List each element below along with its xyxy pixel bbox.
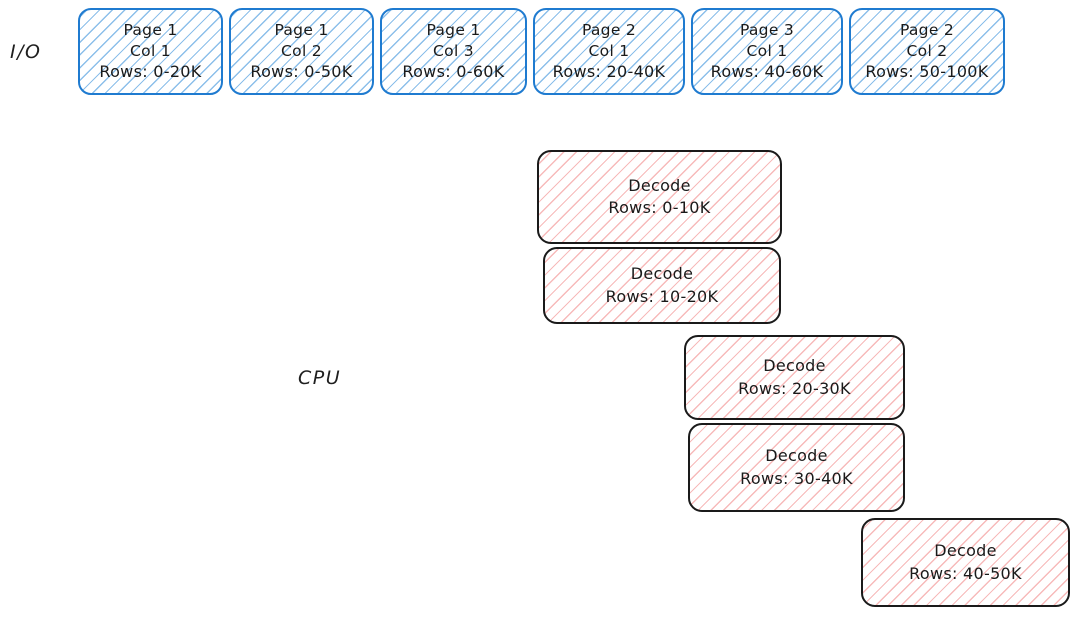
io-block[interactable]: Page 1 Col 3 Rows: 0-60K <box>380 8 527 95</box>
io-block-rows: Rows: 0-50K <box>250 62 353 82</box>
io-block-col: Col 1 <box>588 41 630 60</box>
cpu-decode-block[interactable]: Decode Rows: 10-20K <box>543 247 781 324</box>
cpu-decode-block[interactable]: Decode Rows: 30-40K <box>688 423 905 512</box>
io-block[interactable]: Page 1 Col 2 Rows: 0-50K <box>229 8 374 95</box>
cpu-decode-rows: Rows: 40-50K <box>909 563 1022 583</box>
io-block-col: Col 2 <box>281 41 322 60</box>
io-block-page: Page 2 <box>581 21 637 40</box>
io-block-col: Col 3 <box>433 41 474 60</box>
io-block-page: Page 2 <box>899 21 955 40</box>
io-block[interactable]: Page 2 Col 2 Rows: 50-100K <box>849 8 1005 95</box>
cpu-decode-op: Decode <box>630 264 694 284</box>
io-block-rows: Rows: 0-60K <box>402 62 505 82</box>
io-block-rows: Rows: 40-60K <box>710 62 824 82</box>
io-block-col: Col 1 <box>130 41 171 60</box>
cpu-decode-rows: Rows: 0-10K <box>608 198 711 217</box>
io-block[interactable]: Page 1 Col 1 Rows: 0-20K <box>78 8 223 95</box>
io-block-page: Page 1 <box>426 21 481 40</box>
io-block-col: Col 2 <box>906 41 948 60</box>
io-block-page: Page 3 <box>739 21 795 40</box>
cpu-decode-rows: Rows: 10-20K <box>605 286 719 306</box>
io-block-page: Page 1 <box>123 21 178 40</box>
io-block-rows: Rows: 50-100K <box>865 62 989 82</box>
io-block-col: Col 1 <box>746 41 788 60</box>
cpu-decode-op: Decode <box>765 446 828 466</box>
cpu-decode-op: Decode <box>628 175 691 195</box>
lane-label-cpu: CPU <box>298 367 342 389</box>
cpu-decode-block[interactable]: Decode Rows: 40-50K <box>861 518 1070 607</box>
io-block[interactable]: Page 3 Col 1 Rows: 40-60K <box>691 8 843 95</box>
cpu-decode-op: Decode <box>934 541 997 561</box>
io-block-rows: Rows: 20-40K <box>552 62 666 82</box>
lane-label-io: I/O <box>10 41 42 63</box>
cpu-decode-rows: Rows: 20-30K <box>738 378 851 398</box>
cpu-decode-block[interactable]: Decode Rows: 20-30K <box>684 335 905 420</box>
cpu-decode-rows: Rows: 30-40K <box>740 468 853 488</box>
io-block-rows: Rows: 0-20K <box>99 62 202 82</box>
io-block[interactable]: Page 2 Col 1 Rows: 20-40K <box>533 8 685 95</box>
io-block-page: Page 1 <box>274 21 329 40</box>
cpu-decode-op: Decode <box>763 356 826 376</box>
cpu-decode-block[interactable]: Decode Rows: 0-10K <box>537 150 782 244</box>
